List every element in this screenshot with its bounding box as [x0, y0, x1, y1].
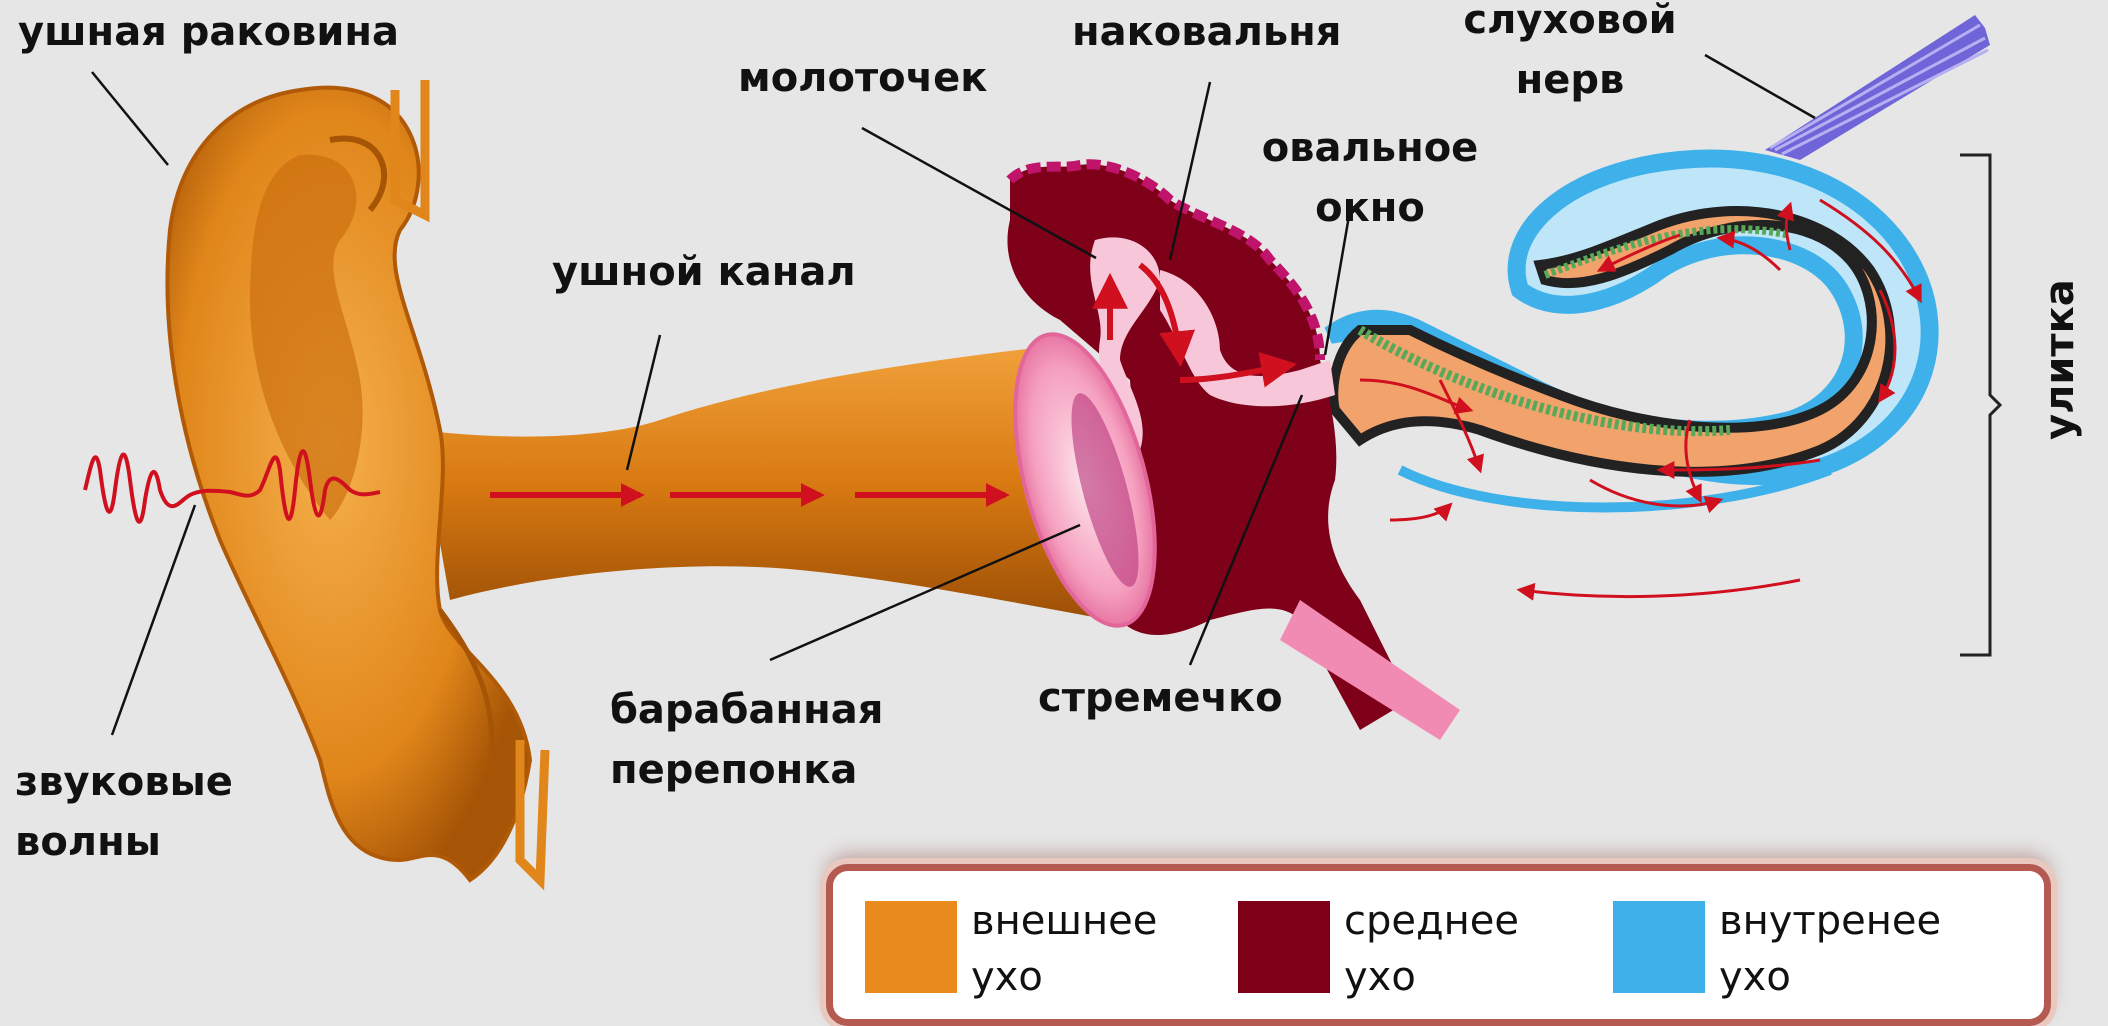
label-stapes: стремечко — [1038, 668, 1283, 728]
auditory-nerve — [1765, 15, 1990, 160]
legend-outer-line1: внешнее — [971, 893, 1157, 949]
legend-text-inner-ear: внутренее ухо — [1719, 893, 1941, 1005]
label-auditory-nerve-line2: нерв — [1440, 50, 1700, 110]
legend-swatch-middle-ear — [1238, 901, 1330, 993]
label-oval-window-line1: овальное — [1245, 118, 1495, 178]
label-ear-canal: ушной канал — [552, 242, 856, 302]
label-oval-window: овальное окно — [1245, 118, 1495, 238]
label-sound-waves-line2: волны — [15, 812, 233, 872]
label-eardrum-line2: перепонка — [610, 740, 883, 800]
legend-swatch-outer-ear — [865, 901, 957, 993]
label-auditory-nerve-line1: слуховой — [1440, 0, 1700, 50]
label-auditory-nerve: слуховой нерв — [1440, 0, 1700, 110]
legend-outer-line2: ухо — [971, 949, 1157, 1005]
label-incus: наковальня — [1072, 2, 1341, 62]
legend-middle-line2: ухо — [1344, 949, 1519, 1005]
label-cochlea: улитка — [2030, 280, 2090, 440]
legend-swatch-inner-ear — [1613, 901, 1705, 993]
label-malleus: молоточек — [738, 48, 987, 108]
label-sound-waves: звуковые волны — [15, 752, 233, 872]
label-eardrum-line1: барабанная — [610, 680, 883, 740]
label-sound-waves-line1: звуковые — [15, 752, 233, 812]
label-oval-window-line2: окно — [1245, 178, 1495, 238]
legend-text-outer-ear: внешнее ухо — [971, 893, 1157, 1005]
cochlea-bracket — [1960, 155, 2000, 655]
legend-inner-line1: внутренее — [1719, 893, 1941, 949]
legend-middle-line1: среднее — [1344, 893, 1519, 949]
legend-text-middle-ear: среднее ухо — [1344, 893, 1519, 1005]
legend-inner-line2: ухо — [1719, 949, 1941, 1005]
label-eardrum: барабанная перепонка — [610, 680, 883, 800]
legend: внешнее ухо среднее ухо внутренее ухо — [826, 864, 2051, 1026]
label-pinna: ушная раковина — [18, 2, 399, 62]
